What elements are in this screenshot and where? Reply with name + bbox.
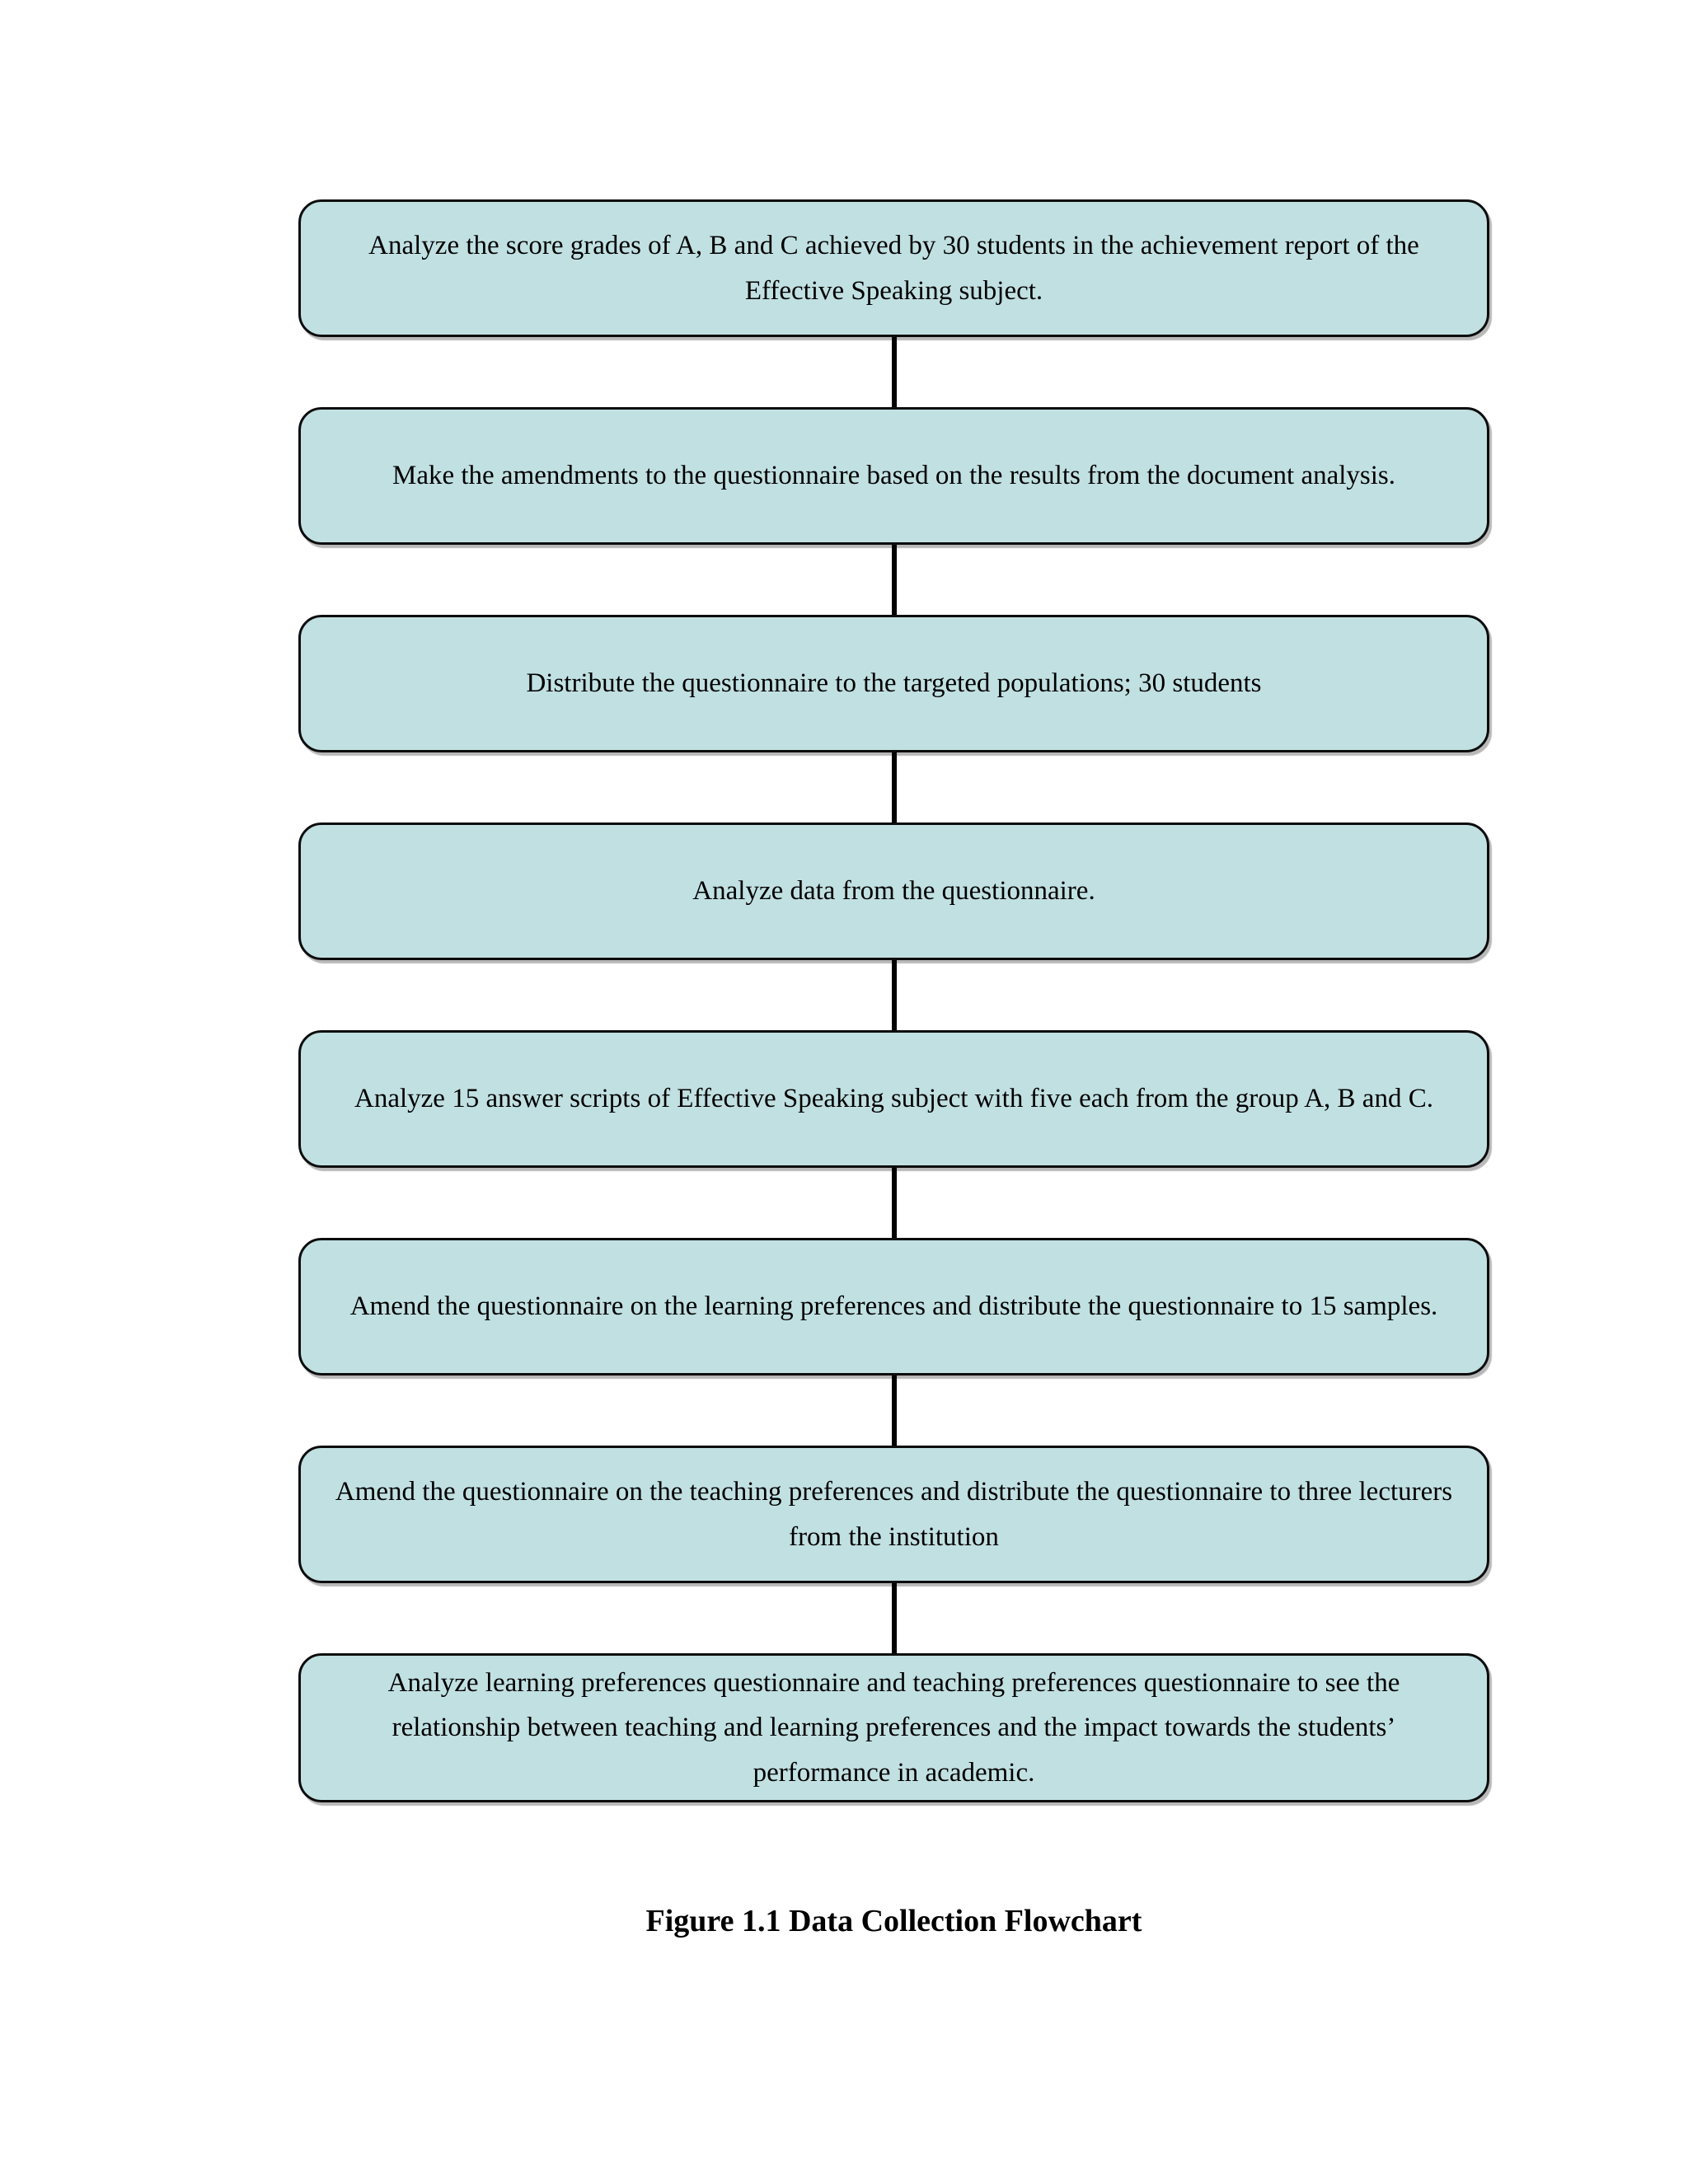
flow-step-text: Amend the questionnaire on the learning … [349, 1291, 1438, 1322]
figure-caption: Figure 1.1 Data Collection Flowchart [645, 1904, 1142, 1939]
flow-step-amend-learning-preferences: Amend the questionnaire on the learning … [298, 1238, 1489, 1376]
flow-step-text: Distribute the questionnaire to the targ… [526, 668, 1262, 699]
flow-step-text: Make the amendments to the questionnaire… [392, 461, 1396, 491]
flow-connector [891, 337, 897, 407]
flow-step-text: Analyze 15 answer scripts of Effective S… [354, 1084, 1433, 1114]
flow-step-text: Amend the questionnaire on the teaching … [335, 1477, 1453, 1552]
flow-step-text: Analyze the score grades of A, B and C a… [368, 231, 1419, 306]
flow-step-analyze-score-grades: Analyze the score grades of A, B and C a… [298, 199, 1489, 337]
flow-connector [891, 960, 897, 1030]
flow-step-text: Analyze data from the questionnaire. [692, 876, 1095, 907]
flow-connector [891, 545, 897, 615]
flow-step-distribute-questionnaire: Distribute the questionnaire to the targ… [298, 615, 1489, 752]
flow-step-analyze-answer-scripts: Analyze 15 answer scripts of Effective S… [298, 1030, 1489, 1168]
flow-connector [891, 1168, 897, 1238]
flow-step-make-amendments: Make the amendments to the questionnaire… [298, 407, 1489, 545]
flow-step-text: Analyze learning preferences questionnai… [387, 1668, 1400, 1788]
flow-step-analyze-data: Analyze data from the questionnaire. [298, 823, 1489, 960]
flow-step-analyze-preferences-relationship: Analyze learning preferences questionnai… [298, 1653, 1489, 1803]
flow-connector [891, 1376, 897, 1446]
flow-connector [891, 752, 897, 823]
flow-step-amend-teaching-preferences: Amend the questionnaire on the teaching … [298, 1446, 1489, 1583]
data-collection-flowchart: Analyze the score grades of A, B and C a… [298, 199, 1489, 1941]
flow-connector [891, 1583, 897, 1653]
